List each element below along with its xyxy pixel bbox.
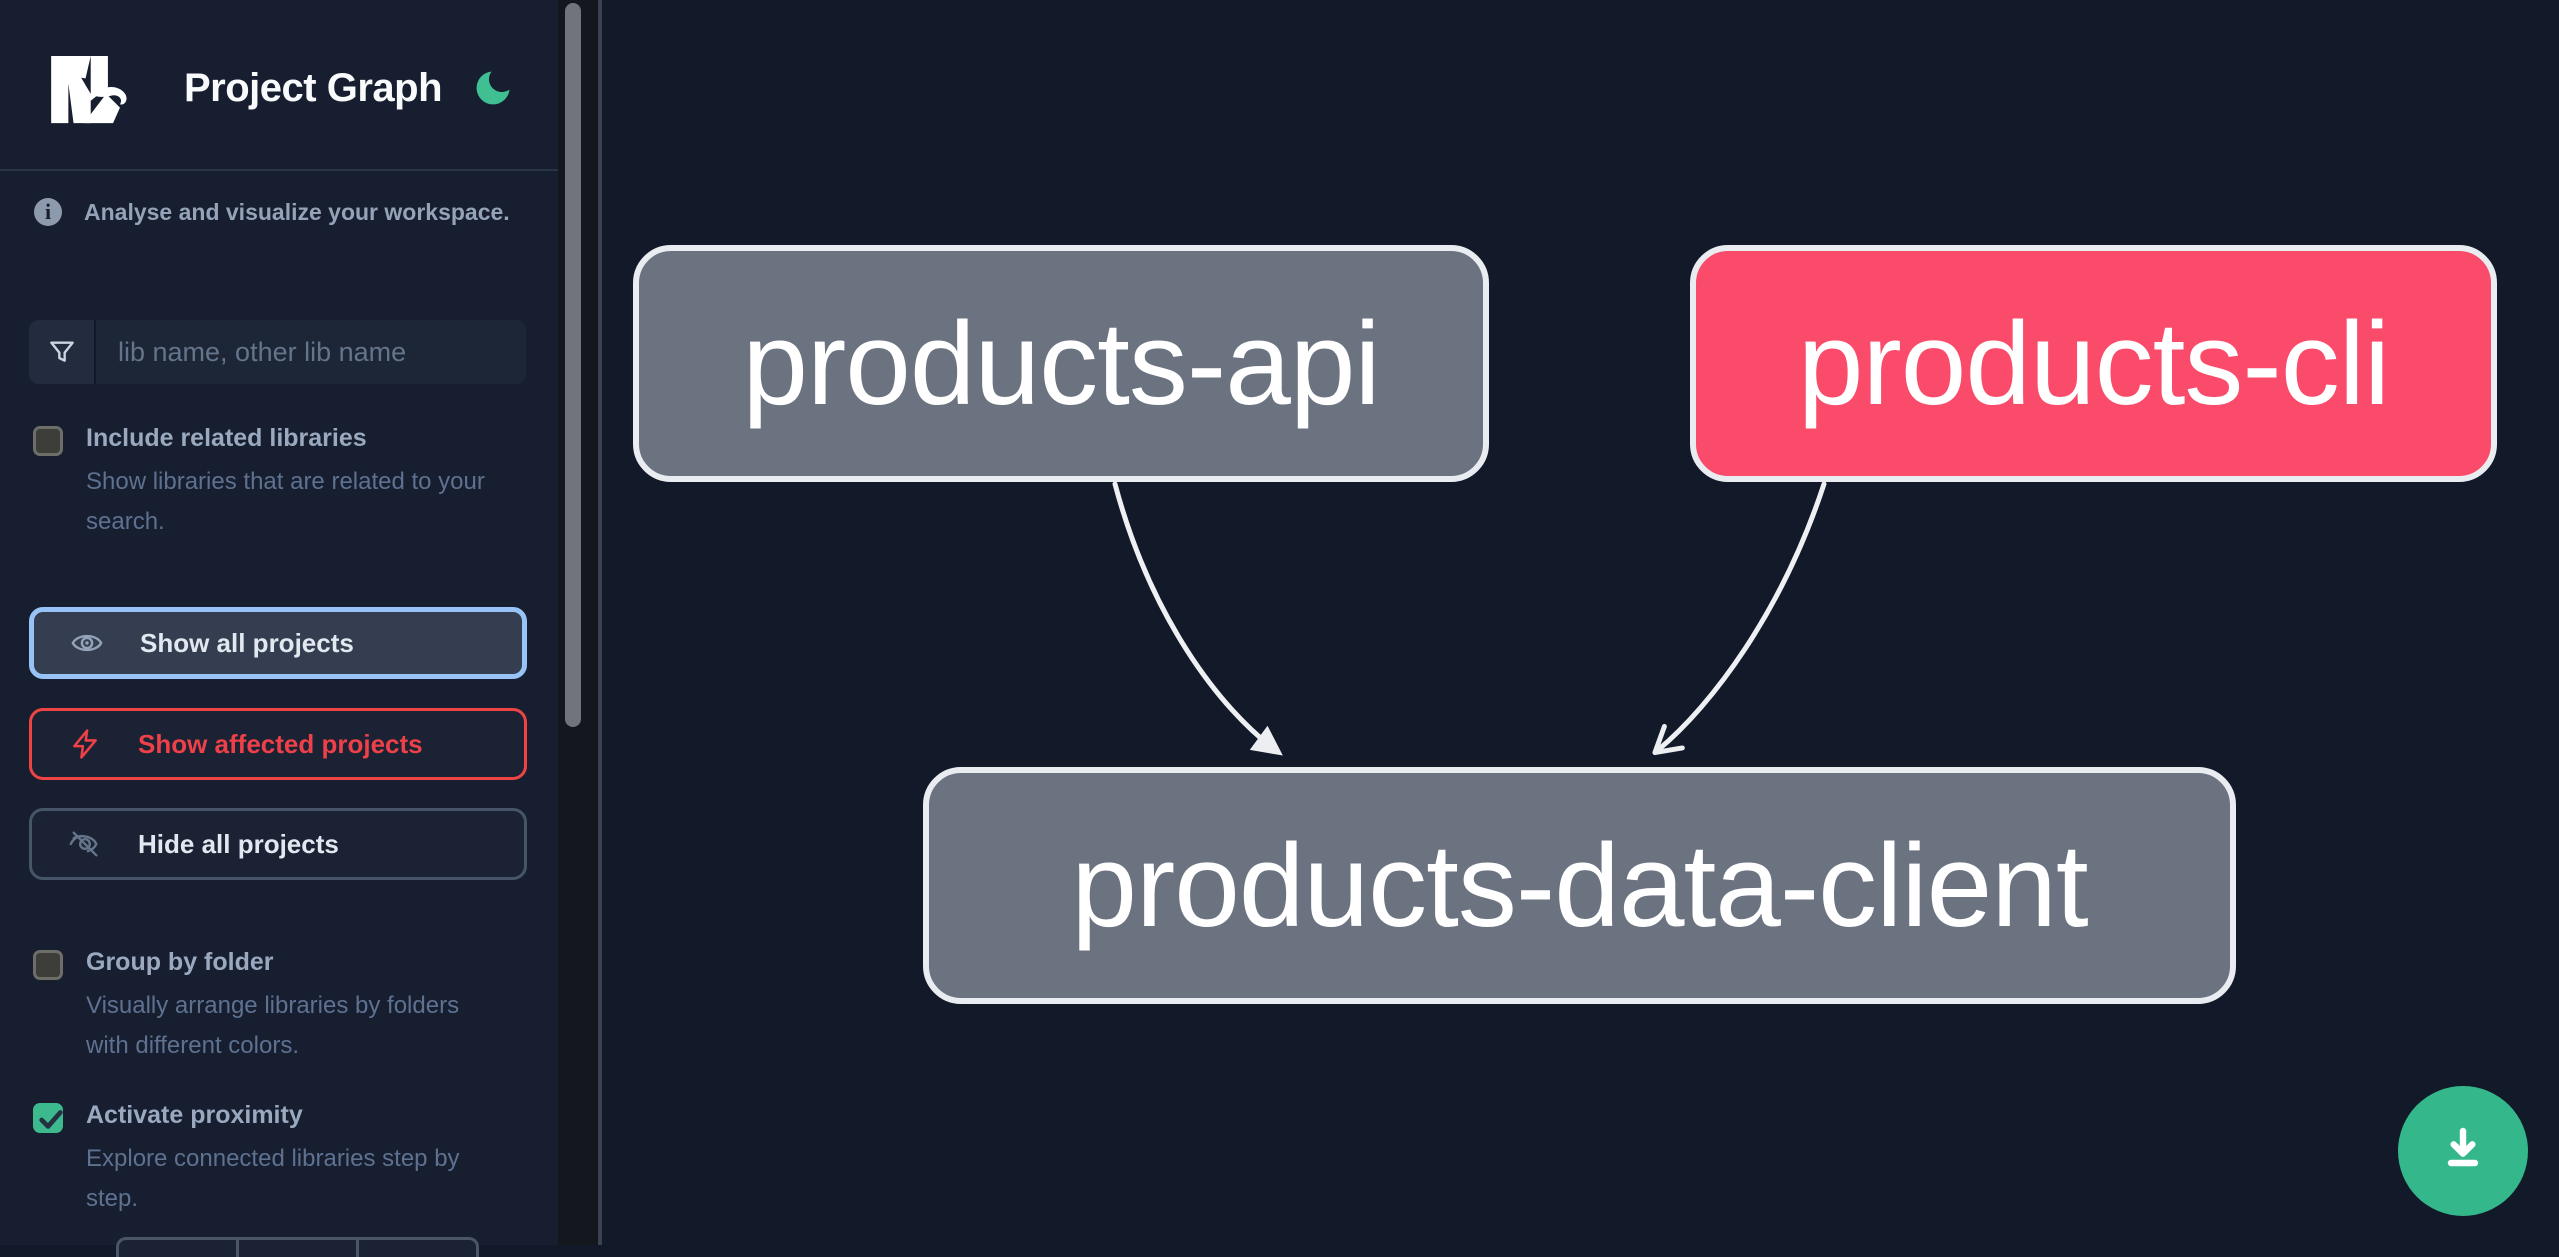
nx-logo-icon	[51, 56, 127, 124]
sidebar-scrollbar	[558, 0, 598, 1245]
tagline-row: i Analyse and visualize your workspace.	[34, 198, 534, 226]
graph-node-products-data-client[interactable]: products-data-client	[923, 767, 2236, 1004]
include-related-description: Show libraries that are related to your …	[86, 468, 485, 535]
download-icon	[2447, 1127, 2479, 1167]
theme-toggle-button[interactable]	[471, 66, 515, 110]
project-graph-canvas[interactable]	[602, 0, 2559, 1245]
download-graph-button[interactable]	[2398, 1086, 2528, 1216]
include-related-label: Include related libraries	[86, 424, 367, 452]
filter-funnel-icon	[29, 320, 96, 384]
show-affected-projects-button[interactable]: Show affected projects	[29, 708, 527, 780]
tagline-text: Analyse and visualize your workspace.	[84, 198, 510, 225]
activate-proximity-checkbox[interactable]	[33, 1103, 63, 1133]
sidebar-scrollbar-thumb[interactable]	[565, 3, 581, 727]
group-by-folder-setting: Group by folder Visually arrange librari…	[33, 948, 533, 1066]
hide-all-projects-button[interactable]: Hide all projects	[29, 808, 527, 880]
graph-node-products-api[interactable]: products-api	[633, 245, 1489, 482]
eye-icon	[70, 625, 104, 661]
activate-proximity-setting: Activate proximity Explore connected lib…	[33, 1101, 533, 1219]
graph-node-products-cli[interactable]: products-cli	[1690, 245, 2497, 482]
show-all-projects-button[interactable]: Show all projects	[29, 607, 527, 679]
activate-proximity-label: Activate proximity	[86, 1101, 303, 1129]
stepper-decrement[interactable]	[119, 1240, 236, 1257]
moon-icon	[476, 71, 510, 105]
node-label: products-cli	[1797, 297, 2390, 430]
lightning-bolt-icon	[68, 727, 102, 761]
sidebar-header: Project Graph	[0, 0, 558, 171]
info-icon: i	[34, 198, 62, 226]
stepper-increment[interactable]	[356, 1240, 476, 1257]
search-input[interactable]	[96, 320, 526, 384]
include-related-checkbox[interactable]	[33, 426, 63, 456]
node-label: products-data-client	[1071, 819, 2088, 952]
hide-all-projects-label: Hide all projects	[138, 828, 339, 859]
proximity-depth-stepper[interactable]	[116, 1237, 479, 1257]
search-box	[29, 320, 526, 384]
group-by-folder-description: Visually arrange libraries by folders wi…	[86, 992, 460, 1059]
stepper-value	[236, 1240, 356, 1257]
activate-proximity-description: Explore connected libraries step by step…	[86, 1145, 460, 1212]
sidebar: Project Graph i Analyse and visualize yo…	[0, 0, 558, 1257]
eye-off-icon	[68, 826, 102, 862]
sidebar-divider	[598, 0, 602, 1245]
group-by-folder-label: Group by folder	[86, 948, 274, 976]
page-title: Project Graph	[184, 66, 443, 110]
include-related-setting: Include related libraries Show libraries…	[33, 424, 533, 542]
node-label: products-api	[742, 297, 1380, 430]
group-by-folder-checkbox[interactable]	[33, 950, 63, 980]
show-all-projects-label: Show all projects	[140, 627, 354, 658]
show-affected-projects-label: Show affected projects	[138, 728, 423, 759]
